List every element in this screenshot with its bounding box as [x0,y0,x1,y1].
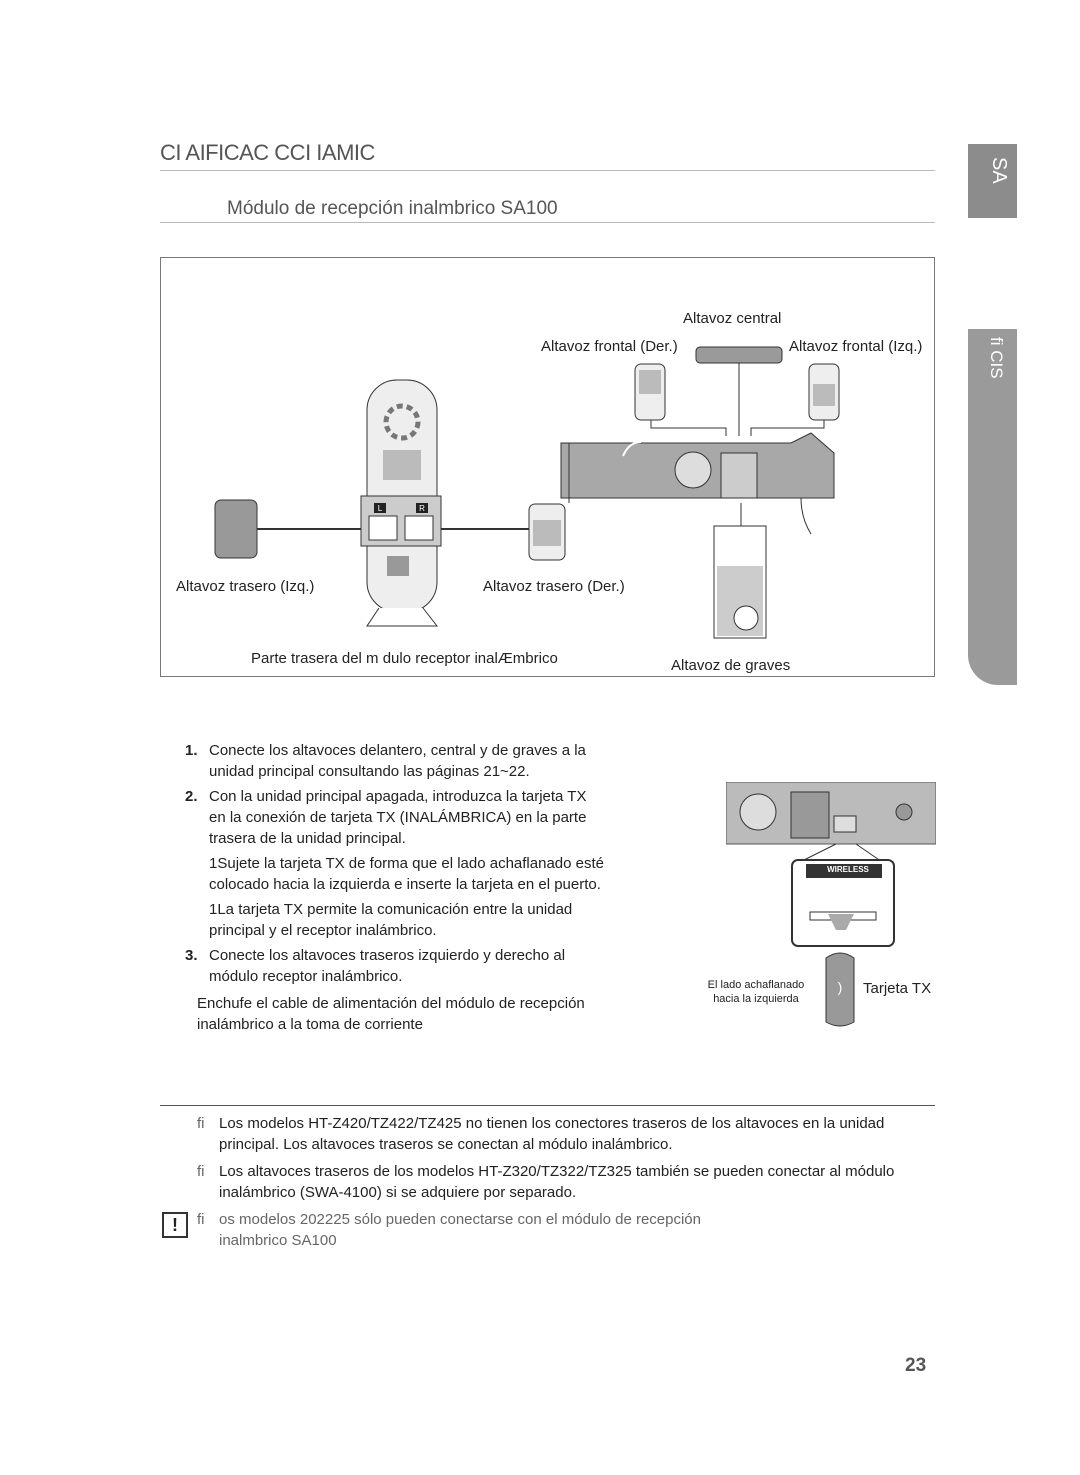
main-unit-terminals [720,452,758,499]
tx-card-wave-icon: ) [838,979,843,995]
plug-instruction: Enchufe el cable de alimentación del mód… [197,995,585,1033]
rear-left-speaker-shape [214,499,258,559]
note-2-marker: fi [197,1163,205,1180]
note-1: fi Los modelos HT-Z420/TZ422/TZ425 no tie… [197,1113,937,1155]
step-2: 2. Con la unidad principal apagada, intro… [185,786,605,849]
wireless-badge [806,864,882,878]
wireless-module-stand [366,607,439,627]
insert-arrow [622,441,642,457]
speaker-jack-left [368,515,398,541]
unit-jack [895,803,913,821]
label-front-right: Altavoz frontal (Der.) [541,338,678,355]
tx-card-label: Tarjeta TX [863,980,932,997]
label-rear-right: Altavoz trasero (Der.) [483,578,625,595]
label-rear-left: Altavoz trasero (Izq.) [176,578,315,595]
note-3: fi os modelos 202225 sólo pueden conectar… [197,1209,719,1251]
label-center-speaker: Altavoz central [683,310,782,327]
front-left-speaker-cone [813,384,835,406]
label-module-caption: Parte trasera del m dulo receptor inalÆm… [251,650,558,667]
chamfer-label: El lado achaflanado hacia la izquierda [707,979,805,1005]
label-front-left: Altavoz frontal (Izq.) [789,338,923,355]
unit-speaker-terminals [790,791,830,839]
subwoofer-driver [733,605,759,631]
substep-1: 1Sujete la tarjeta TX de forma que el la… [209,855,604,893]
main-unit-fan [674,451,712,489]
port-r-badge [416,503,428,513]
port-l-badge [374,503,386,513]
step-1-number: 1. [185,742,198,759]
front-right-cable [650,420,727,436]
wireless-module-slot [387,556,409,576]
step-2-number: 2. [185,788,198,805]
wireless-label: WIRELESS [827,865,869,874]
instruction-steps: 1. Conecte los altavoces delantero, centr… [185,740,605,1035]
notes-divider [160,1105,935,1106]
substep-2: 1La tarjeta TX permite la comunicación e… [209,901,573,939]
port-r-label: R [419,504,425,513]
step-2-text: Con la unidad principal apagada, introdu… [209,788,587,847]
unit-tx-slot [833,815,857,833]
wireless-module-logo [383,403,421,441]
subheader-divider [160,222,935,223]
step-3-number: 3. [185,947,198,964]
power-cord [800,497,812,535]
note-3-marker: fi [197,1211,205,1228]
zoom-box [791,859,895,947]
note-3-text: os modelos 202225 sólo pueden conectarse… [219,1211,701,1249]
note-2: fi Los altavoces traseros de los modelos … [197,1161,937,1203]
center-speaker-shape [695,346,783,364]
side-tab-chapter: fi CIS [968,329,1017,685]
side-tab-language: SA [968,144,1017,218]
notes-list: fi Los modelos HT-Z420/TZ422/TZ425 no tie… [197,1113,937,1257]
page-number: 23 [905,1355,927,1376]
note-2-text: Los altavoces traseros de los modelos HT… [219,1163,895,1201]
step-3: 3. Conecte los altavoces traseros izquier… [185,945,605,987]
tx-card-svg: ) [726,782,936,1027]
front-left-cable [750,420,825,436]
tx-card-figure: ) WIRELESS El lado achaflanado hacia la … [708,782,936,1032]
note-1-marker: fi [197,1115,205,1132]
insert-arrow-card [828,914,854,930]
sub-title: Módulo de recepción inalmbrico SA100 [227,198,558,219]
side-tab-language-label: SA [988,157,1010,184]
warning-icon: ! [162,1212,188,1238]
step-1-text: Conecte los altavoces delantero, central… [209,742,586,780]
connection-diagram: L R Altavoz central Altavoz frontal (Der… [160,257,935,677]
unit-fan [739,793,777,831]
label-subwoofer: Altavoz de graves [671,657,791,674]
step-3-text: Conecte los altavoces traseros izquierdo… [209,947,566,985]
wireless-module-switch [383,450,421,480]
section-title: CI AIFICAC CCI IAMIC [160,140,375,165]
note-1-text: Los modelos HT-Z420/TZ422/TZ425 no tiene… [219,1115,885,1153]
side-tab-chapter-label: fi CIS [987,337,1006,379]
tx-card-shape [825,952,855,1027]
rear-right-speaker-cone [533,520,561,546]
front-right-speaker-cone [639,370,661,394]
connection-diagram-svg: L R [214,346,840,639]
speaker-jack-right [404,515,434,541]
port-l-label: L [378,504,383,513]
header-divider [160,170,935,171]
step-1: 1. Conecte los altavoces delantero, centr… [185,740,605,782]
